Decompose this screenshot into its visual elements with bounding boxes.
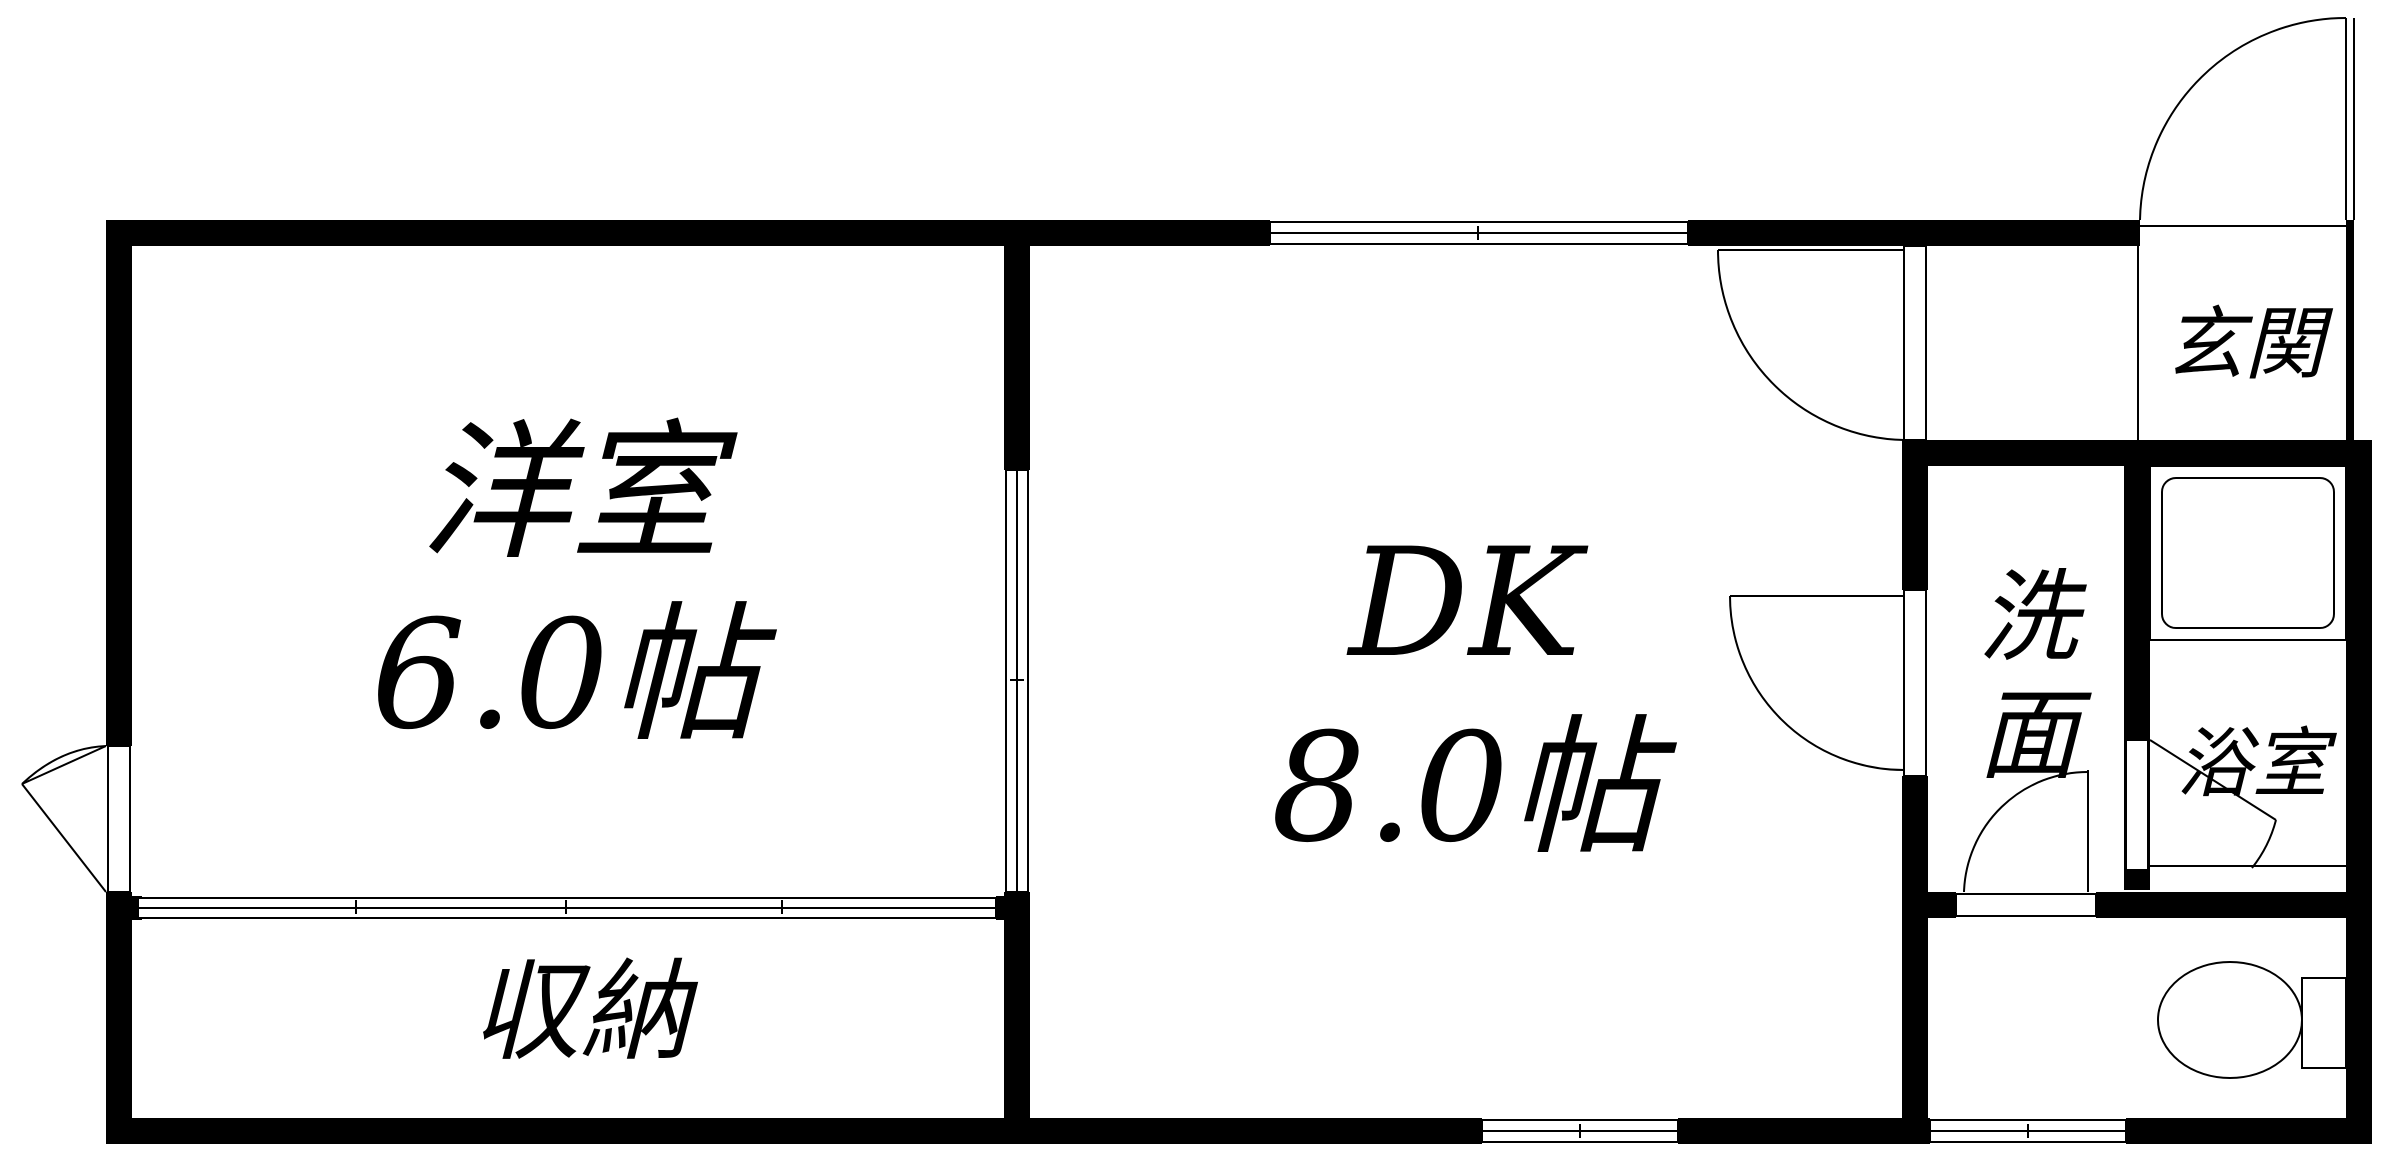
- wall-right: [2346, 440, 2372, 1144]
- bathtub-outer: [2149, 465, 2347, 641]
- door-toilet-arc: [1963, 771, 2089, 893]
- room-labels: 洋室 6.0帖 DK 8.0帖 収納 玄関 洗 面 浴室: [371, 298, 2338, 1076]
- door-bath-leaf: [2149, 739, 2277, 821]
- outer-walls: [106, 220, 2372, 1144]
- door-western-left-swing: [21, 745, 107, 785]
- wall-top-mid: [1688, 220, 2140, 246]
- wall-wash-bottom-left: [1902, 892, 1956, 918]
- wall-top-left: [106, 220, 1270, 246]
- door-dk-wash-frame: [1903, 589, 1927, 777]
- wall-storage-top-right: [996, 896, 1026, 920]
- wall-western-dk-lower: [1004, 892, 1030, 1144]
- windows: [137, 221, 2127, 1143]
- door-dk-entrance-frame: [1903, 245, 1927, 441]
- storage-name: 収納: [470, 948, 699, 1076]
- wall-bottom-left: [106, 1118, 1482, 1144]
- toilet-bowl-icon: [2157, 961, 2303, 1079]
- door-dk-wash-arc: [1729, 595, 1905, 771]
- door-western-left-leaf: [21, 745, 107, 785]
- bathroom-name: 浴室: [2176, 719, 2338, 808]
- door-western-left-arc: [21, 783, 107, 893]
- wall-storage-top: [106, 896, 142, 920]
- bathtub: [2161, 477, 2335, 629]
- dk-size: 8.0帖: [1271, 702, 1678, 876]
- dk-name: DK: [1346, 517, 1589, 691]
- wall-bath-left: [2124, 440, 2150, 740]
- door-bath-arc: [2251, 819, 2277, 869]
- fixtures: [2137, 246, 2347, 1079]
- wall-bottom-mid: [1678, 1118, 1930, 1144]
- western-room-size: 6.0帖: [371, 589, 778, 763]
- interior-walls: [106, 220, 2372, 1144]
- wall-dk-east-mid: [1902, 776, 1928, 1144]
- door-dk-entrance-arc: [1717, 249, 1905, 441]
- wall-western-dk-upper: [1004, 220, 1030, 470]
- wall-left-lower: [106, 892, 132, 1144]
- western-room-name: 洋室: [420, 407, 738, 581]
- doors: [21, 17, 2355, 917]
- entrance-name: 玄関: [2164, 298, 2334, 391]
- door-western-left-frame: [107, 745, 131, 893]
- toilet-tank-icon: [2301, 977, 2347, 1069]
- washroom-name-line2: 面: [1978, 677, 2092, 794]
- wall-wash-bottom-right: [2096, 892, 2372, 918]
- wall-left-upper: [106, 220, 132, 746]
- door-bath-frame: [2125, 739, 2149, 871]
- washroom-name-line1: 洗: [1978, 559, 2087, 676]
- wall-bottom-right: [2126, 1118, 2356, 1144]
- door-entrance-arc: [2139, 17, 2347, 221]
- door-toilet-frame: [1955, 893, 2097, 917]
- wall-right-upper: [2346, 220, 2354, 442]
